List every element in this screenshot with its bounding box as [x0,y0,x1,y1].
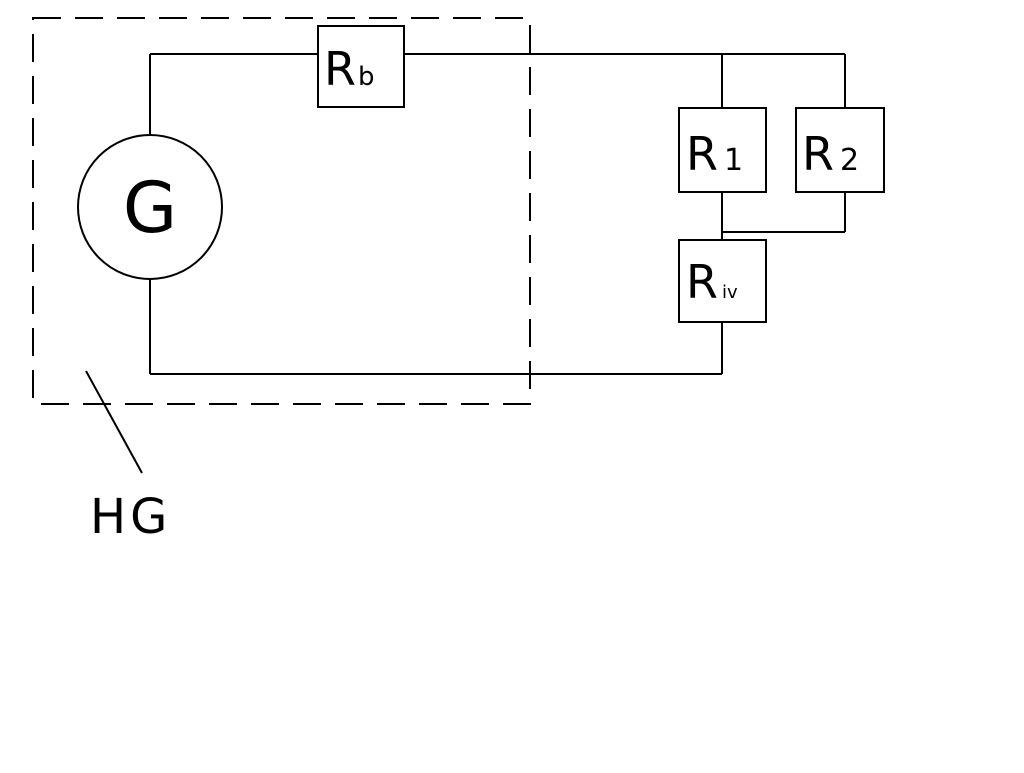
hg-leader-line [85,370,143,474]
resistor-r2-sub: 2 [840,143,859,178]
resistor-rb: Rb [317,25,405,108]
generator: G [77,134,223,280]
resistor-r2-box [795,107,885,193]
resistor-r1-box [678,107,767,193]
hg-enclosure [32,17,531,405]
resistor-r1-main: R [686,127,718,181]
resistor-riv-sub: iv [722,282,738,303]
resistor-riv-box [678,239,767,323]
resistor-riv-main: R [686,255,718,309]
generator-symbol: G [123,167,177,249]
resistor-rb-sub: b [358,62,375,92]
wires [149,53,846,375]
resistor-r2-main: R [802,127,834,181]
resistor-rb-label: Rb [324,42,374,96]
resistor-r1-sub: 1 [724,143,743,178]
hg-label: HG [90,489,171,545]
generator-circle [77,134,223,280]
resistor-rb-box [317,25,405,108]
resistor-rb-main: R [324,42,356,96]
